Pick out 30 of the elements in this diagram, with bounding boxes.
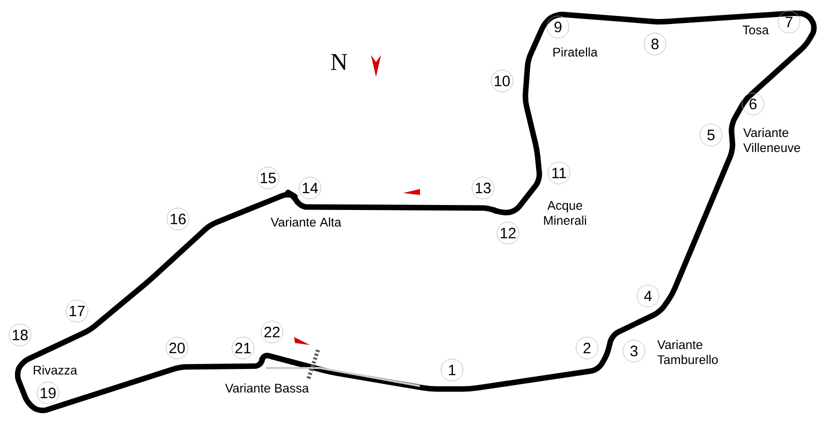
corner-number: 15	[256, 166, 280, 190]
corner-name: Piratella	[553, 47, 598, 57]
corner-number: 10	[490, 70, 514, 92]
corner-number: 5	[700, 124, 722, 146]
corner-name: Variante Villeneuve	[743, 128, 800, 152]
corner-number: 13	[472, 176, 494, 200]
corner-number: 16	[166, 208, 190, 230]
corner-number: 8	[644, 32, 666, 56]
corner-number: 1	[440, 358, 464, 382]
corner-number: 17	[66, 300, 88, 322]
corner-number: 6	[742, 92, 764, 116]
corner-number: 12	[496, 222, 520, 244]
corner-name: Variante Alta	[270, 217, 342, 227]
corner-number: 4	[636, 284, 660, 308]
corner-name: Variante Tamburello	[657, 340, 718, 364]
corner-number: 3	[622, 340, 646, 362]
corner-number: 14	[298, 176, 322, 200]
corner-number: 18	[8, 324, 32, 346]
corner-number: 22	[260, 320, 284, 344]
corner-number: 9	[546, 16, 570, 38]
corner-number: 19	[36, 382, 60, 404]
compass-letter: N	[331, 54, 348, 70]
corner-name: Variante Bassa	[225, 383, 309, 393]
corner-number: 2	[576, 336, 598, 360]
corner-number: 20	[166, 336, 188, 360]
corner-name: Rivazza	[34, 365, 78, 375]
corner-number: 7	[778, 10, 800, 34]
corner-name: Acque Minerali	[544, 201, 586, 225]
corner-number: 21	[232, 336, 254, 360]
corner-number: 11	[548, 162, 570, 184]
